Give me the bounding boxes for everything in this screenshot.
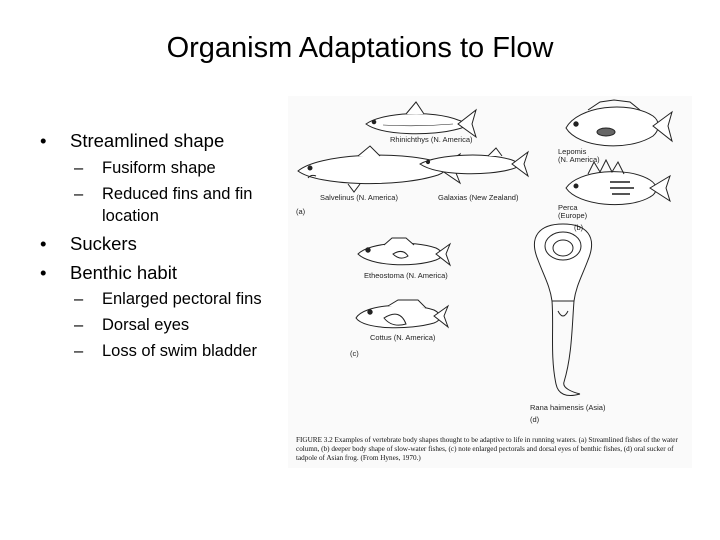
figure-caption: FIGURE 3.2 Examples of vertebrate body s… [296, 436, 678, 462]
lepomis-label: Lepomis [558, 147, 587, 156]
etheostoma-label: Etheostoma (N. America) [364, 271, 448, 280]
lepomis-region-label: (N. America) [558, 155, 600, 164]
panel-d-label: (d) [530, 415, 540, 424]
cottus-label: Cottus (N. America) [370, 333, 436, 342]
cottus-fish-icon [355, 299, 450, 329]
rana-label: Rana haimensis (Asia) [530, 403, 606, 412]
salvelinus-label: Salvelinus (N. America) [320, 193, 398, 202]
bullet-dot-icon: • [40, 262, 47, 283]
perca-label: Perca [558, 203, 578, 212]
figure-illustration: Rhinichthys (N. America) Salvelinus (N. … [296, 99, 673, 424]
rhinichthys-label: Rhinichthys (N. America) [390, 135, 473, 144]
panel-c-label: (c) [350, 349, 359, 358]
sub-bullet-text: Loss of swim bladder [102, 342, 257, 360]
fish-body-shapes-figure: Rhinichthys (N. America) Salvelinus (N. … [288, 96, 692, 468]
dash-icon: – [74, 316, 84, 334]
galaxias-fish-icon [419, 147, 529, 178]
galaxias-label: Galaxias (New Zealand) [438, 193, 519, 202]
rhinichthys-fish-icon [365, 101, 477, 139]
rana-tadpole-icon [533, 223, 593, 397]
sub-bullet-text: Fusiform shape [102, 159, 216, 177]
sub-bullet-text: Enlarged pectoral fins [102, 290, 262, 308]
panel-a-label: (a) [296, 207, 306, 216]
slide-title: Organism Adaptations to Flow [166, 32, 554, 64]
bullet-text: Streamlined shape [70, 130, 225, 151]
bullet-dot-icon: • [40, 233, 47, 254]
perca-fish-icon [565, 158, 671, 206]
etheostoma-fish-icon [357, 237, 452, 267]
panel-b-label: (b) [574, 223, 584, 232]
sub-bullet-text: location [102, 207, 159, 225]
dash-icon: – [74, 185, 84, 203]
dash-icon: – [74, 290, 84, 308]
bullet-dot-icon: • [40, 130, 47, 151]
bullet-text: Suckers [70, 233, 137, 254]
sub-bullet-text: Dorsal eyes [102, 316, 190, 334]
perca-region-label: (Europe) [558, 211, 588, 220]
dash-icon: – [74, 159, 84, 177]
sub-bullet-text: Reduced fins and fin [102, 185, 253, 203]
bullet-text: Benthic habit [70, 262, 177, 283]
dash-icon: – [74, 342, 84, 360]
lepomis-fish-icon [565, 99, 673, 147]
